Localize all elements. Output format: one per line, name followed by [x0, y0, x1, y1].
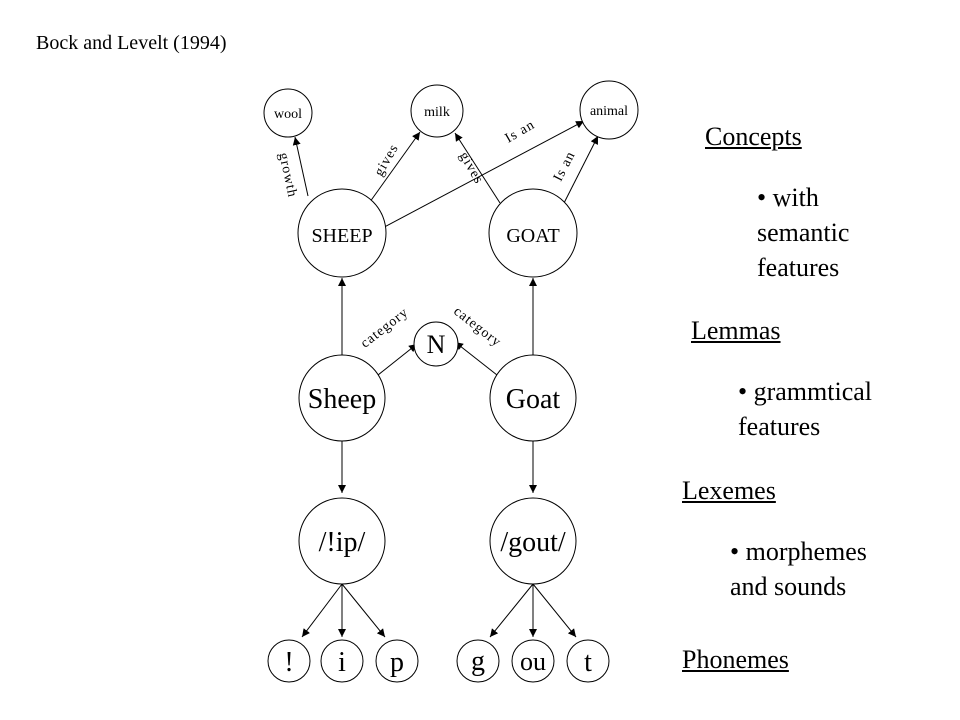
node-phoneme-t: t [566, 639, 610, 683]
edge-goat-n [454, 341, 498, 376]
legend-lemmas-bullet: • grammtical features [738, 374, 872, 444]
edge-label-gives-sheep: gives [372, 142, 402, 179]
node-sheep-lexeme: /!ip/ [298, 497, 386, 585]
node-wool: wool [263, 88, 313, 138]
edge-goat-animal [562, 135, 599, 206]
edge-sheep-wool [292, 136, 309, 197]
edge-goat-milk [454, 132, 501, 204]
edge-goat-ph-t [532, 583, 577, 638]
node-phoneme-ou-label: ou [520, 647, 546, 676]
node-goat-lexeme-label: /gout/ [500, 527, 566, 558]
legend-lemmas-line-1: • grammtical [738, 377, 872, 406]
legend-concepts-title: Concepts [705, 122, 802, 151]
node-phoneme-i: i [320, 639, 364, 683]
edge-label-gives-goat: gives [456, 150, 486, 187]
node-sheep-concept-label: SHEEP [311, 225, 372, 247]
node-goat-lemma-label: Goat [506, 384, 561, 415]
node-goat-concept: GOAT [488, 188, 578, 278]
node-phoneme-sh: ! [267, 639, 311, 683]
legend-concepts-line-1: • with [757, 183, 819, 212]
edge-sheep-ph-sh [301, 583, 343, 638]
node-sheep-lemma-label: Sheep [308, 384, 376, 415]
node-phoneme-g-label: g [471, 646, 485, 677]
citation: Bock and Levelt (1994) [36, 32, 227, 54]
legend-lexemes-line-1: • morphemes [730, 537, 867, 566]
node-sheep-lemma: Sheep [298, 354, 386, 442]
edge-goat-ph-g [489, 583, 534, 638]
node-sheep-lexeme-label: /!ip/ [319, 527, 366, 558]
edge-label-category-sheep: category [358, 305, 412, 351]
legend-lexemes-title: Lexemes [682, 476, 776, 505]
legend-phonemes-title: Phonemes [682, 645, 789, 674]
legend-lexemes-line-2: and sounds [730, 572, 847, 601]
node-milk-label: milk [424, 105, 450, 120]
node-animal: animal [579, 80, 639, 140]
edge-label-is-an-sheep: Is an [503, 118, 538, 147]
node-phoneme-i-label: i [338, 647, 346, 678]
legend-lexemes-bullet: • morphemes and sounds [730, 534, 867, 604]
node-goat-lemma: Goat [489, 354, 577, 442]
node-phoneme-t-label: t [584, 647, 592, 678]
edge-label-is-an-goat: Is an [551, 149, 579, 184]
edge-sheep-n [377, 343, 418, 376]
edge-label-growth: growth [275, 151, 299, 199]
node-phoneme-p-label: p [390, 647, 404, 678]
node-phoneme-ou: ou [511, 639, 555, 683]
legend-lemmas-line-2: features [738, 412, 821, 441]
node-sheep-concept: SHEEP [297, 188, 387, 278]
node-n: N [413, 321, 459, 367]
node-phoneme-sh-label: ! [284, 647, 293, 678]
node-n-label: N [427, 330, 446, 359]
node-milk: milk [410, 84, 464, 138]
edge-sheep-milk [366, 131, 421, 207]
legend-concepts-line-3: features [757, 253, 840, 282]
node-goat-concept-label: GOAT [506, 225, 559, 247]
legend-concepts-line-2: semantic [757, 218, 850, 247]
node-phoneme-p: p [375, 639, 419, 683]
legend-concepts-bullet: • with semantic features [757, 180, 849, 285]
node-wool-label: wool [274, 107, 302, 122]
edge-sheep-ph-p [341, 583, 386, 638]
node-phoneme-g: g [456, 639, 500, 683]
edge-sheep-animal [374, 120, 585, 233]
legend-lemmas-title: Lemmas [691, 316, 781, 345]
node-animal-label: animal [590, 104, 628, 119]
node-goat-lexeme: /gout/ [489, 497, 577, 585]
